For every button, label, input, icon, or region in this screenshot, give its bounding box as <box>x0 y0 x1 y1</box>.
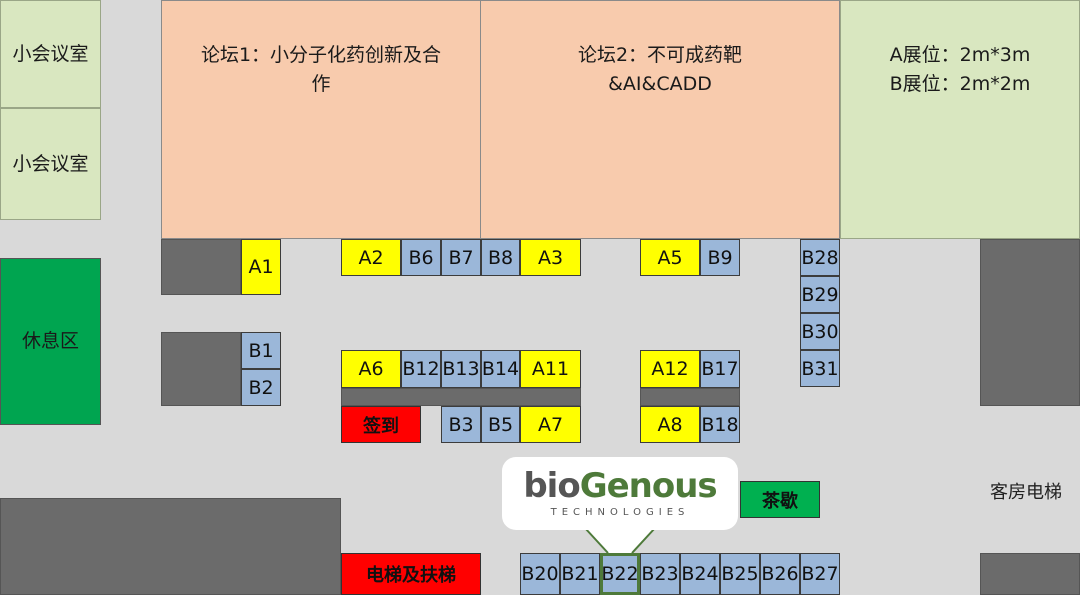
booth-a1[interactable]: A1 <box>241 239 281 295</box>
wall-block-bottom-left <box>0 498 341 595</box>
booth-b25[interactable]: B25 <box>720 553 760 595</box>
booth-b27[interactable]: B27 <box>800 553 840 595</box>
meeting-room-top-label: 小会议室 <box>12 42 89 65</box>
pillar-block-right <box>980 239 1080 406</box>
booth-b14[interactable]: B14 <box>481 350 520 388</box>
booth-b29[interactable]: B29 <box>800 276 840 313</box>
forum-1-room[interactable]: 论坛1：小分子化药创新及合作 <box>161 0 481 239</box>
booth-b8[interactable]: B8 <box>481 239 520 276</box>
booth-b30[interactable]: B30 <box>800 313 840 350</box>
booth-b24[interactable]: B24 <box>680 553 720 595</box>
booth-b2[interactable]: B2 <box>241 369 281 406</box>
booth-b28[interactable]: B28 <box>800 239 840 276</box>
tea-break-area[interactable]: 茶歇 <box>740 481 820 518</box>
forum-2-room[interactable]: 论坛2：不可成药靶&AI&CADD <box>480 0 840 239</box>
pillar-block-1 <box>161 239 241 295</box>
sponsor-logo-subtext: TECHNOLOGIES <box>550 507 690 518</box>
booth-b6[interactable]: B6 <box>401 239 441 276</box>
divider-bar-1 <box>341 388 581 406</box>
booth-b21[interactable]: B21 <box>560 553 600 595</box>
booth-b22-highlighted[interactable]: B22 <box>600 553 640 595</box>
checkin-desk[interactable]: 签到 <box>341 406 421 443</box>
meeting-room-bottom-label: 小会议室 <box>12 152 89 175</box>
booth-b5[interactable]: B5 <box>481 406 520 443</box>
booth-a5[interactable]: A5 <box>640 239 700 276</box>
booth-b31[interactable]: B31 <box>800 350 840 387</box>
sponsor-logo: bioGenous <box>523 466 717 506</box>
guest-elevator-label: 客房电梯 <box>990 482 1062 503</box>
rest-area[interactable]: 休息区 <box>0 258 101 425</box>
booth-b18[interactable]: B18 <box>700 406 740 443</box>
booth-a3[interactable]: A3 <box>520 239 581 276</box>
forum-1-title-cont: 作 <box>311 72 331 95</box>
booth-b3[interactable]: B3 <box>441 406 481 443</box>
sponsor-logo-callout[interactable]: bioGenous TECHNOLOGIES <box>502 457 738 530</box>
meeting-room-top[interactable]: 小会议室 <box>0 0 101 108</box>
booth-b7[interactable]: B7 <box>441 239 481 276</box>
divider-bar-2 <box>640 388 740 406</box>
booth-b12[interactable]: B12 <box>401 350 441 388</box>
forum-1-title: 论坛1：小分子化药创新及合 <box>200 44 442 66</box>
rest-area-label: 休息区 <box>21 330 79 353</box>
meeting-room-bottom[interactable]: 小会议室 <box>0 108 101 220</box>
pillar-block-2 <box>161 332 241 406</box>
booth-b13[interactable]: B13 <box>441 350 481 388</box>
booth-a7[interactable]: A7 <box>520 406 581 443</box>
booth-b1[interactable]: B1 <box>241 332 281 369</box>
wall-block-bottom-right <box>980 553 1080 595</box>
forum-2-title-cont: &AI&CADD <box>608 72 712 95</box>
booth-size-a-label: A展位：2m*3m <box>889 44 1031 66</box>
booth-a2[interactable]: A2 <box>341 239 401 276</box>
booth-b23[interactable]: B23 <box>640 553 680 595</box>
booth-size-b-label: B展位：2m*2m <box>889 72 1031 95</box>
booth-b9[interactable]: B9 <box>700 239 740 276</box>
forum-2-title: 论坛2：不可成药靶 <box>577 44 743 66</box>
booth-b17[interactable]: B17 <box>700 350 740 388</box>
booth-a11[interactable]: A11 <box>520 350 581 388</box>
booth-a8[interactable]: A8 <box>640 406 700 443</box>
booth-a6[interactable]: A6 <box>341 350 401 388</box>
elevator-escalator[interactable]: 电梯及扶梯 <box>341 553 481 595</box>
booth-a12[interactable]: A12 <box>640 350 700 388</box>
